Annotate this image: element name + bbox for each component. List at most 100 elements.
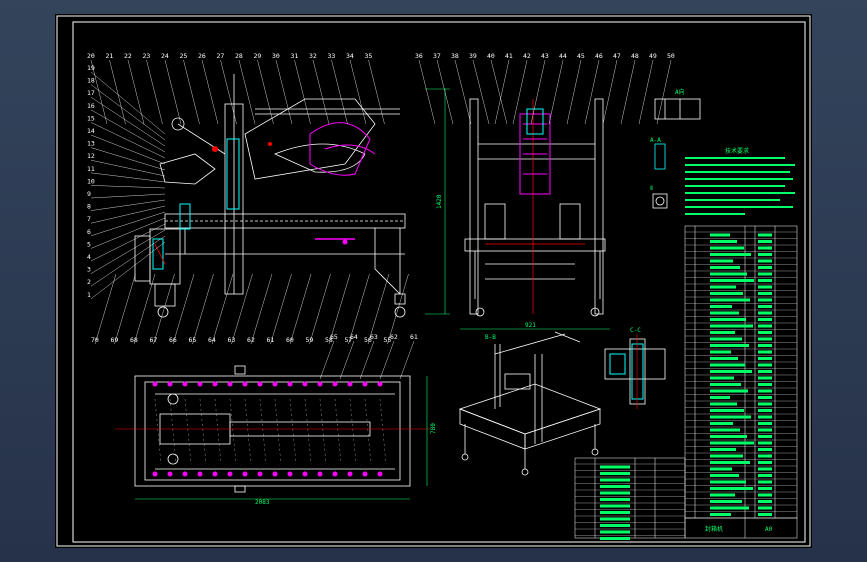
assembly-drawing: 1 4 20: [56, 15, 811, 547]
front-height-label: 1420: [436, 194, 443, 209]
balloon-3: 3: [87, 266, 91, 274]
side-view-colored: [485, 99, 585, 314]
balloon-61: 61: [410, 333, 418, 341]
balloon-65: 65: [330, 333, 338, 341]
balloon-44: 44: [559, 52, 567, 60]
side-view: [464, 98, 606, 317]
balloon-32: 32: [309, 52, 317, 60]
balloon-18: 18: [87, 77, 95, 85]
drawing-sheet: 1 4 20: [55, 14, 812, 548]
parts-list-rows: [685, 231, 797, 516]
balloon-46: 46: [595, 52, 603, 60]
balloon-9: 9: [87, 190, 91, 198]
outer-border: [56, 15, 811, 547]
balloon-43: 43: [541, 52, 549, 60]
balloon-29: 29: [254, 52, 262, 60]
plan-width-dimension: 780: [426, 376, 437, 486]
balloon-62: 62: [390, 333, 398, 341]
balloon-61: 61: [267, 336, 275, 344]
balloon-47: 47: [613, 52, 621, 60]
balloon-38: 38: [451, 52, 459, 60]
balloon-22: 22: [124, 52, 132, 60]
balloon-63: 63: [370, 333, 378, 341]
balloon-20: 20: [87, 52, 95, 60]
balloon-11: 11: [87, 165, 95, 173]
balloon-2: 2: [87, 278, 91, 286]
plan-view: [134, 365, 411, 493]
title-block-name: 封箱机: [705, 525, 723, 533]
inner-border: [72, 21, 806, 543]
balloon-10: 10: [87, 177, 95, 185]
front-view: [134, 74, 406, 318]
plan-length-label: 2083: [255, 499, 270, 506]
balloon-67: 67: [150, 336, 158, 344]
balloon-56: 56: [364, 336, 372, 344]
balloon-8: 8: [87, 203, 91, 211]
plan-width-label: 780: [430, 423, 437, 434]
balloon-55: 55: [384, 336, 392, 344]
balloon-48: 48: [631, 52, 639, 60]
balloon-19: 19: [87, 64, 95, 72]
section-cc: [604, 338, 666, 405]
balloon-33: 33: [328, 52, 336, 60]
balloon-36: 36: [415, 52, 423, 60]
balloon-35: 35: [365, 52, 373, 60]
balloon-64: 64: [350, 333, 358, 341]
leader-lines: [90, 59, 672, 380]
balloon-63: 63: [228, 336, 236, 344]
side-width-dimension: 921: [460, 322, 610, 330]
view-label-a: A向: [675, 88, 685, 96]
balloon-49: 49: [649, 52, 657, 60]
balloon-4: 4: [87, 253, 91, 261]
balloon-30: 30: [272, 52, 280, 60]
view-label-detail-a: A-A: [650, 137, 661, 144]
balloon-24: 24: [161, 52, 169, 60]
balloon-57: 57: [345, 336, 353, 344]
balloon-59: 59: [306, 336, 314, 344]
balloon-15: 15: [87, 114, 95, 122]
balloon-42: 42: [523, 52, 531, 60]
revision-table-rows: [575, 463, 685, 540]
detail-views: [652, 98, 701, 209]
balloon-23: 23: [143, 52, 151, 60]
balloon-41: 41: [505, 52, 513, 60]
balloon-58: 58: [325, 336, 333, 344]
balloon-65: 65: [189, 336, 197, 344]
balloon-21: 21: [106, 52, 114, 60]
balloon-66: 66: [169, 336, 177, 344]
tech-title: 技术要求: [725, 147, 749, 155]
title-block: [684, 517, 798, 539]
front-view-colored: [152, 122, 376, 270]
balloon-60: 60: [286, 336, 294, 344]
balloon-40: 40: [487, 52, 495, 60]
balloon-62: 62: [247, 336, 255, 344]
plan-view-colored: [152, 381, 387, 477]
balloon-37: 37: [433, 52, 441, 60]
balloon-13: 13: [87, 140, 95, 148]
side-width-label: 921: [525, 322, 536, 329]
balloon-16: 16: [87, 102, 95, 110]
balloon-64: 64: [208, 336, 216, 344]
balloon-69: 69: [111, 336, 119, 344]
section-cc-colored: [609, 334, 644, 409]
balloon-50: 50: [667, 52, 675, 60]
balloon-17: 17: [87, 89, 95, 97]
balloon-25: 25: [180, 52, 188, 60]
balloon-45: 45: [577, 52, 585, 60]
balloon-70: 70: [91, 336, 99, 344]
balloon-12: 12: [87, 152, 95, 160]
balloon-5: 5: [87, 240, 91, 248]
tech-requirements: 技术要求: [685, 147, 795, 215]
balloon-1: 1: [87, 291, 91, 299]
balloon-28: 28: [235, 52, 243, 60]
view-label-section-c: C-C: [630, 327, 641, 334]
balloon-26: 26: [198, 52, 206, 60]
balloon-6: 6: [87, 228, 91, 236]
balloon-31: 31: [291, 52, 299, 60]
plan-length-dimension: 2083: [135, 498, 410, 506]
balloon-34: 34: [346, 52, 354, 60]
balloon-39: 39: [469, 52, 477, 60]
view-label-detail-small: Ⅱ: [650, 185, 653, 192]
